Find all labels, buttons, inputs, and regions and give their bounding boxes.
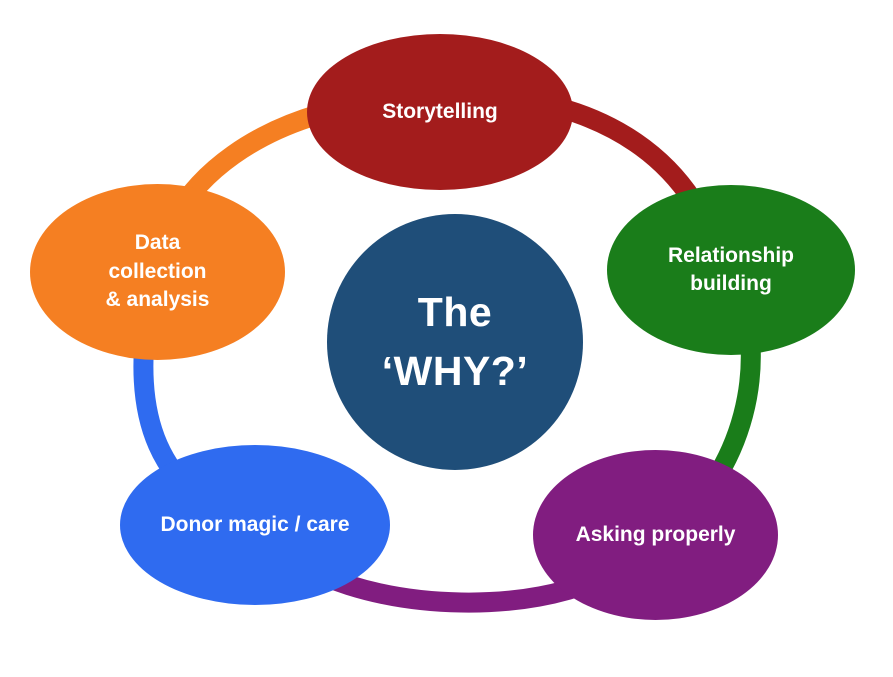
node-relationship-building: Relationship building <box>607 185 855 355</box>
node-asking-properly: Asking properly <box>533 450 778 620</box>
node-asking-properly-label: Asking properly <box>575 522 736 546</box>
center-why-circle: The ‘WHY?’ <box>327 214 583 470</box>
node-storytelling: Storytelling <box>307 34 573 190</box>
node-donor-magic-care: Donor magic / care <box>120 445 390 605</box>
node-donor-magic-care-label: Donor magic / care <box>160 512 350 536</box>
node-relationship-building-label: Relationship building <box>667 243 794 295</box>
node-data-collection-analysis: Data collection & analysis <box>30 184 285 360</box>
node-storytelling-label: Storytelling <box>382 99 498 123</box>
center-why-label: The ‘WHY?’ <box>381 288 529 394</box>
node-data-collection-analysis-label: Data collection & analysis <box>105 231 210 312</box>
